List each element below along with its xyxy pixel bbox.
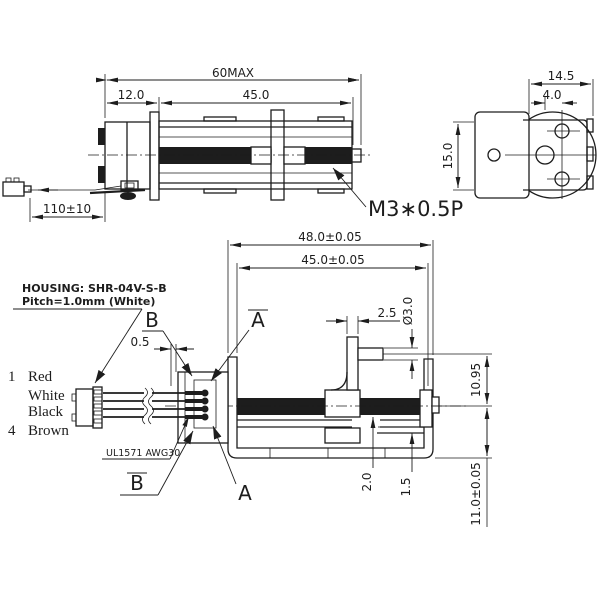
threaded-screw <box>159 146 362 165</box>
dim-slider-width: 2.5 <box>377 306 396 320</box>
motor-body-outline <box>98 111 160 201</box>
dim-gap: 0.5 <box>130 335 149 349</box>
section-a-bottom: A <box>238 481 252 505</box>
dim-overall-length: 60MAX <box>212 66 254 80</box>
section-a-top: A <box>251 308 265 332</box>
dim-screw-length: 45.0 <box>243 88 270 102</box>
screw-tip-journal <box>351 148 362 163</box>
thread-callout: M3∗0.5P <box>368 197 463 221</box>
section-b-top: B <box>145 308 159 332</box>
wire-pin-4: 4 <box>8 423 16 439</box>
dim-flange-width: 14.5 <box>548 69 575 83</box>
motor-terminal-top <box>98 128 105 145</box>
wire-break-mark <box>142 387 148 425</box>
dim-bracket-outer: 48.0±0.05 <box>298 230 362 244</box>
dim-motor-length: 12.0 <box>118 88 145 102</box>
wire-spec: UL1571 AWG30 <box>106 448 180 459</box>
end-view: 14.5 4.0 15.0 <box>441 69 597 199</box>
assembly-dimensions: 48.0±0.05 45.0±0.05 2.5 0.5 Ø3.0 10.95 1… <box>130 230 492 527</box>
slider-pin <box>357 347 384 361</box>
motor-wire-exit <box>28 180 146 200</box>
assembly-view: 48.0±0.05 45.0±0.05 2.5 0.5 Ø3.0 10.95 1… <box>8 230 492 527</box>
dim-hole-offset: 4.0 <box>542 88 561 102</box>
dim-plate-thickness: 1.5 <box>399 477 413 496</box>
motor-rear <box>177 371 229 444</box>
motor-terminal-bottom <box>98 166 105 183</box>
lead-wires <box>103 387 186 425</box>
end-view-outline <box>474 110 597 199</box>
side-view: 60MAX 12.0 45.0 110±10 M3∗0.5P <box>2 66 463 222</box>
housing-note-line2: Pitch=1.0mm (White) <box>22 295 155 308</box>
slider-nut <box>324 336 384 444</box>
end-view-dimensions: 14.5 4.0 15.0 <box>441 69 594 191</box>
front-support-plate <box>149 111 160 201</box>
shr-connector <box>71 386 103 429</box>
side-view-dimensions: 60MAX 12.0 45.0 110±10 M3∗0.5P <box>29 66 463 222</box>
bracket <box>227 356 434 459</box>
dim-center-height: 11.0±0.05 <box>469 462 483 526</box>
slider-arm <box>346 336 359 391</box>
dim-wire-length: 110±10 <box>43 202 91 216</box>
thread-callout-leader <box>332 167 367 208</box>
housing-leader <box>94 308 143 384</box>
end-bearing <box>419 389 433 428</box>
wire-color-brown: Brown <box>28 423 69 439</box>
wire-pin-1: 1 <box>8 369 16 385</box>
wire-color-black: Black <box>28 404 63 420</box>
wire-color-white: White <box>28 388 65 404</box>
lead-connector-side <box>2 177 32 197</box>
pin-housing <box>193 379 217 429</box>
dim-body-height: 15.0 <box>441 143 455 170</box>
wire-color-red: Red <box>28 369 53 385</box>
section-b-bottom: B <box>130 471 144 495</box>
dim-base-thickness: 2.0 <box>360 472 374 491</box>
dim-pin-height: 10.95 <box>469 363 483 397</box>
housing-note-line1: HOUSING: SHR-04V-S-B <box>22 282 167 295</box>
assembly-labels: HOUSING: SHR-04V-S-B Pitch=1.0mm (White)… <box>8 282 268 505</box>
dim-pin-diameter: Ø3.0 <box>401 297 415 326</box>
dim-bracket-inner: 45.0±0.05 <box>301 253 365 267</box>
